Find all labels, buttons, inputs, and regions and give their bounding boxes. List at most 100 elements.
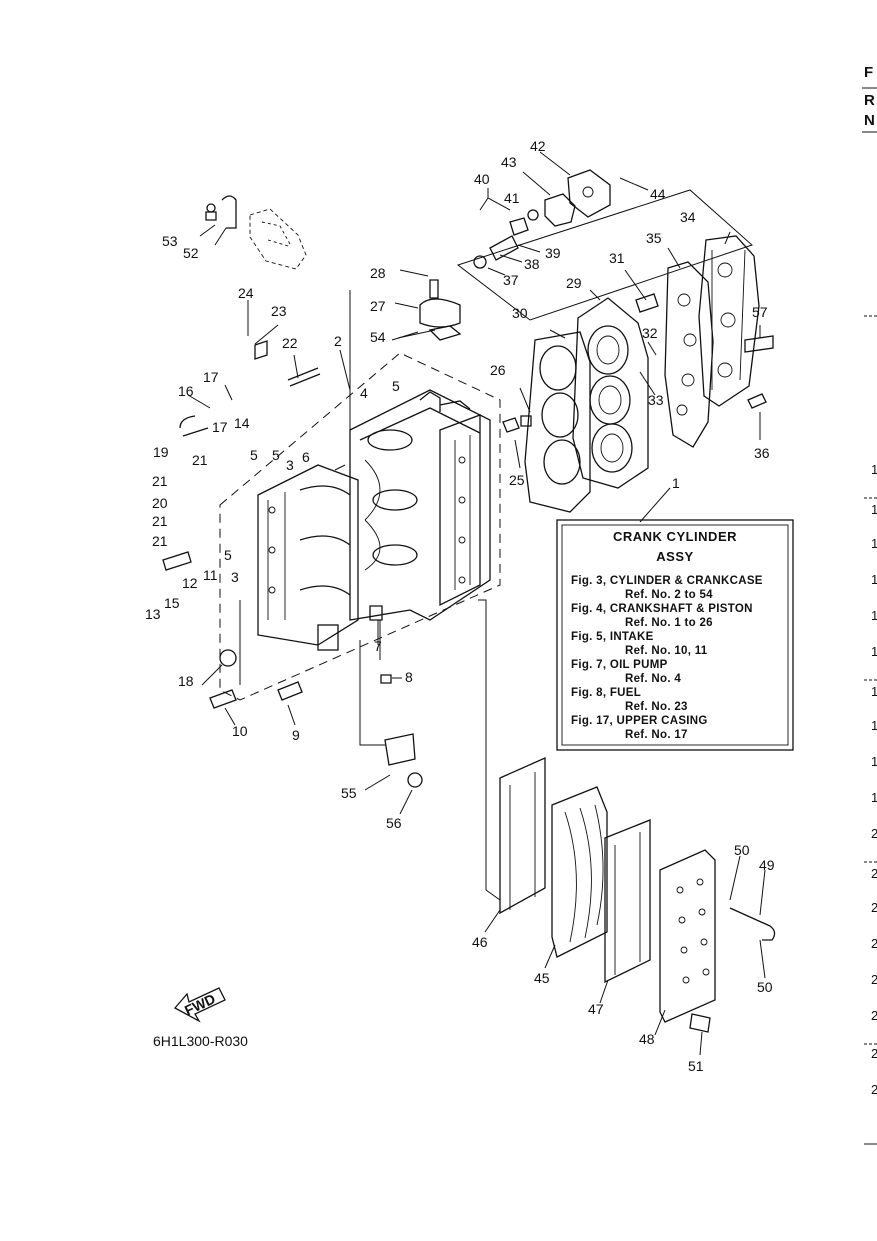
callout-52: 52 [183,245,199,261]
callout-8: 8 [405,669,413,685]
note-line: Fig. 17, UPPER CASING [571,715,708,727]
note-line: Fig. 8, FUEL [571,687,641,699]
edge-num: 2 [871,972,877,987]
edge-num: 2 [871,900,877,915]
callout-30: 30 [512,305,528,321]
callout-57: 57 [752,304,768,320]
edge-header-1: F [864,64,873,81]
callout-39: 39 [545,245,561,261]
callout-21: 21 [152,533,168,549]
edge-num: 1 [871,608,877,623]
diagram-code: 6H1L300-R030 [153,1033,248,1049]
head-cover [698,235,760,407]
note-title-line1: CRANK CYLINDER [613,529,737,544]
note-box: CRANK CYLINDER ASSY Fig. 3, CYLINDER & C… [556,519,794,751]
callout-25: 25 [509,472,525,488]
callout-12: 12 [182,575,198,591]
callout-1: 1 [672,475,680,491]
edge-num: 1 [871,754,877,769]
cylinder-head [572,297,649,489]
edge-num: 1 [871,462,877,477]
callout-3: 3 [231,569,239,585]
note-line: Fig. 4, CRANKSHAFT & PISTON [571,603,753,615]
edge-num: 1 [871,684,877,699]
right-edge-fragment: F R N 1 1 1 1 1 1 1 1 1 1 2 2 2 2 2 2 2 … [862,64,877,1145]
callout-17: 17 [212,419,228,435]
callout-4: 4 [360,385,368,401]
exhaust-gasket-outer [604,819,651,984]
note-line: Ref. No. 1 to 26 [625,617,713,629]
callout-27: 27 [370,298,386,314]
callout-5: 5 [250,447,258,463]
callout-22: 22 [282,335,298,351]
callout-2: 2 [334,333,342,349]
callout-19: 19 [153,444,169,460]
cylinder-block [349,389,491,621]
callout-46: 46 [472,934,488,950]
callout-21: 21 [192,452,208,468]
crankcase [257,464,359,651]
callout-10: 10 [232,723,248,739]
callout-28: 28 [370,265,386,281]
edge-header-2: R [864,92,875,109]
callout-50: 50 [757,979,773,995]
callout-26: 26 [490,362,506,378]
callout-31: 31 [609,250,625,266]
callout-49: 49 [759,857,775,873]
edge-header-3: N [864,112,875,129]
callout-53: 53 [162,233,178,249]
callout-5: 5 [392,378,400,394]
callout-23: 23 [271,303,287,319]
callout-numbers: 1 2 3 3 4 5 5 5 5 6 7 8 9 10 11 12 13 14… [145,138,775,1074]
callout-16: 16 [178,383,194,399]
callout-40: 40 [474,171,490,187]
callout-51: 51 [688,1058,704,1074]
edge-num: 1 [871,502,877,517]
edge-num: 1 [871,644,877,659]
callout-13: 13 [145,606,161,622]
callout-3: 3 [286,457,294,473]
callout-33: 33 [648,392,664,408]
leader-lines [187,151,766,1056]
callout-9: 9 [292,727,300,743]
edge-num: 2 [871,866,877,881]
note-line: Fig. 3, CYLINDER & CRANKCASE [571,575,763,587]
callout-41: 41 [504,190,520,206]
callout-35: 35 [646,230,662,246]
head-cover-gasket [664,261,714,448]
callout-38: 38 [524,256,540,272]
callout-50: 50 [734,842,750,858]
edge-num: 1 [871,790,877,805]
callout-48: 48 [639,1031,655,1047]
callout-14: 14 [234,415,250,431]
callout-21: 21 [152,473,168,489]
note-line: Ref. No. 4 [625,673,681,685]
callout-15: 15 [164,595,180,611]
exhaust-cover [659,849,716,1023]
callout-32: 32 [642,325,658,341]
note-line: Ref. No. 23 [625,701,688,713]
callout-45: 45 [534,970,550,986]
edge-num: 2 [871,826,877,841]
assembly-boundary [219,352,501,701]
fwd-arrow-icon: FWD [173,987,226,1023]
exhaust-gasket-inner [499,756,546,915]
callout-55: 55 [341,785,357,801]
bracket-part [205,195,307,270]
callout-18: 18 [178,673,194,689]
callout-5: 5 [272,447,280,463]
callout-21: 21 [152,513,168,529]
edge-num: 2 [871,1008,877,1023]
callout-37: 37 [503,272,519,288]
note-line: Ref. No. 10, 11 [625,645,708,657]
cylinder-head-gasket [524,331,591,513]
callout-29: 29 [566,275,582,291]
small-parts [162,279,776,1033]
callout-47: 47 [588,1001,604,1017]
subassembly-frame [456,189,753,321]
callout-6: 6 [302,449,310,465]
callout-5: 5 [224,547,232,563]
edge-num: 2 [871,936,877,951]
callout-44: 44 [650,186,666,202]
